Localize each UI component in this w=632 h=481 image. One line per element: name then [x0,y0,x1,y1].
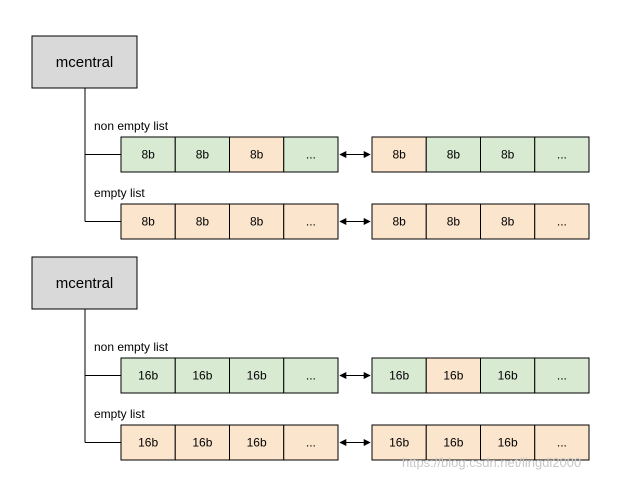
span-cell [174,203,230,240]
list-label: non empty list [94,119,169,133]
mcentral-label: mcentral [56,275,114,292]
span-cell-label: ... [557,369,567,383]
span-cell-label: ... [557,148,567,162]
span-cell [534,136,590,173]
span-cell-label: 8b [501,215,515,229]
span-cell-label: ... [557,436,567,450]
span-cell-label: ... [306,148,316,162]
watermark: https://blog.csdn.net/lingdi2000 [402,455,582,470]
span-cell-label: 8b [392,148,406,162]
span-cell-label: 16b [498,436,518,450]
span-cell [425,136,481,173]
mcentral-label: mcentral [56,54,114,71]
span-cell-label: ... [306,369,316,383]
span-cell-label: ... [306,436,316,450]
span-cell-label: 8b [447,215,461,229]
span-cell [534,424,590,461]
span-cell [174,136,230,173]
span-cell-label: 16b [443,369,463,383]
span-cell [425,424,481,461]
mcentral-box [31,256,138,310]
span-cell [229,136,285,173]
span-cell [480,424,536,461]
span-cell-label: 16b [247,369,267,383]
span-cell [534,357,590,394]
span-cell-label: 8b [447,148,461,162]
span-cell-label: 8b [250,148,264,162]
span-cell [120,203,176,240]
span-cell-label: 16b [389,436,409,450]
span-cell [283,424,339,461]
span-cell [283,357,339,394]
span-cell-label: 8b [196,148,210,162]
span-cell-label: 16b [389,369,409,383]
span-cell-label: 8b [141,215,155,229]
span-cell [283,203,339,240]
span-cell [371,136,427,173]
span-cell-label: 16b [192,369,212,383]
span-cell [174,424,230,461]
span-cell-label: 16b [138,436,158,450]
list-label: empty list [94,407,145,421]
span-cell [229,203,285,240]
mcentral-box [31,35,138,89]
span-cell-label: 8b [196,215,210,229]
span-cell [283,136,339,173]
span-cell-label: 16b [498,369,518,383]
span-cell [371,203,427,240]
list-label: empty list [94,186,145,200]
span-cell-label: 16b [138,369,158,383]
span-cell [425,357,481,394]
list-label: non empty list [94,340,169,354]
span-cell-label: ... [306,215,316,229]
span-cell-label: 8b [141,148,155,162]
span-cell [120,357,176,394]
span-cell [120,424,176,461]
span-cell [534,203,590,240]
span-cell [120,136,176,173]
span-cell-label: 16b [443,436,463,450]
span-cell [174,357,230,394]
span-cell-label: 16b [247,436,267,450]
span-cell [371,357,427,394]
span-cell [480,136,536,173]
span-cell [229,357,285,394]
span-cell-label: ... [557,215,567,229]
span-cell-label: 8b [501,148,515,162]
span-cell-label: 16b [192,436,212,450]
span-cell-label: 8b [250,215,264,229]
span-cell [480,357,536,394]
span-cell-label: 8b [392,215,406,229]
